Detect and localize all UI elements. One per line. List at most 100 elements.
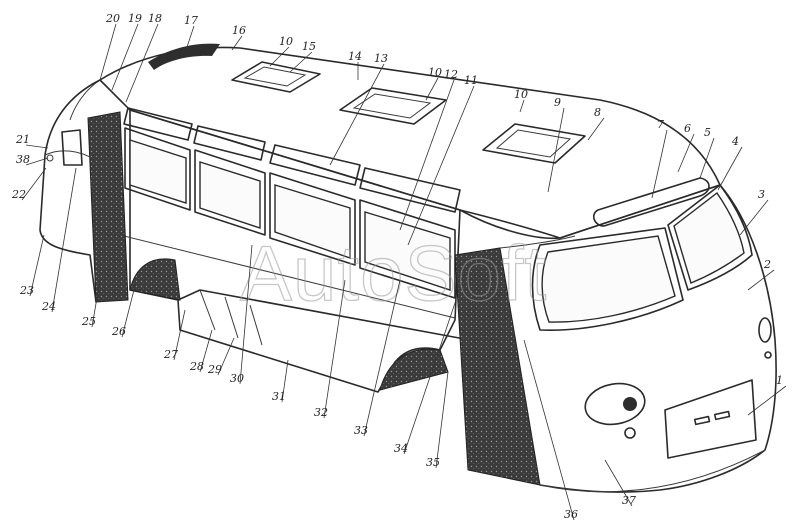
callout-leader: [51, 167, 77, 313]
callout-label: 33: [354, 424, 368, 437]
callout-leader: [99, 23, 117, 81]
callout-leader: [523, 339, 575, 521]
callout-leader: [739, 199, 769, 236]
rear-reflector: [624, 427, 636, 439]
callout-label: 21: [15, 133, 30, 146]
callout-label: 18: [148, 12, 162, 25]
route-sign-window: [592, 177, 710, 227]
callout-leader: [651, 129, 668, 199]
callout-label: 34: [394, 442, 408, 455]
callout-label: 27: [163, 348, 178, 361]
callout-leader: [747, 385, 787, 416]
callout-leader: [519, 99, 525, 113]
callout-leader: [21, 167, 47, 201]
callout-label: 13: [374, 52, 388, 65]
callout-label: 30: [230, 372, 244, 385]
callout-label: 15: [302, 40, 316, 53]
rear-roof-cap: [69, 79, 101, 121]
callout-label: 26: [111, 325, 126, 338]
callout-label: 11: [464, 74, 478, 87]
callout-leader: [91, 279, 101, 328]
side-marker-lamp: [758, 317, 772, 343]
callout-label: 19: [128, 12, 142, 25]
callout-label: 8: [594, 106, 601, 119]
callout-label: 1: [776, 374, 783, 387]
callout-label: 16: [232, 24, 246, 37]
callout-leader: [323, 279, 346, 419]
roof-hatch-middle: [339, 87, 447, 125]
callout-leader: [747, 269, 775, 291]
upper-vent-windows: [123, 107, 461, 213]
rear-lamp: [584, 382, 646, 426]
callout-leader: [403, 299, 457, 455]
rear-license-panel: [664, 379, 757, 459]
callout-leader: [125, 23, 159, 103]
callout-label: 9: [554, 96, 561, 109]
callout-leader: [425, 77, 439, 101]
callout-label: 3: [758, 188, 765, 201]
front-wheel-arch: [129, 258, 181, 301]
callout-label: 38: [16, 153, 30, 166]
callout-label: 29: [207, 363, 222, 376]
callout-leader: [185, 25, 195, 51]
callout-label: 31: [272, 390, 286, 403]
callout-layer: 1234567891011121013141510161718192021382…: [11, 12, 787, 521]
callout-label: 25: [81, 315, 96, 328]
callout-label: 10: [428, 66, 442, 79]
roof-hatch-front: [231, 61, 321, 93]
callout-label: 23: [19, 284, 34, 297]
callout-label: 35: [426, 456, 440, 469]
callout-leader: [121, 281, 137, 338]
watermark: AutoSoft: [240, 229, 547, 317]
callout-leader: [29, 234, 45, 297]
callout-label: 17: [184, 14, 198, 27]
callout-label: 10: [279, 35, 293, 48]
callout-label: 32: [314, 406, 328, 419]
callout-label: 20: [105, 12, 120, 25]
roof-front-vent: [148, 43, 220, 70]
callout-label: 28: [189, 360, 204, 373]
callout-label: 37: [622, 494, 636, 507]
callout-leader: [289, 51, 313, 73]
callout-label: 10: [514, 88, 528, 101]
callout-leader: [399, 79, 455, 231]
callout-leader: [677, 133, 695, 173]
callout-leader: [281, 359, 289, 403]
callout-leader: [407, 85, 475, 246]
callout-leader: [25, 157, 49, 166]
callout-label: 36: [564, 508, 578, 521]
callout-label: 7: [657, 118, 664, 131]
front-door: [87, 111, 129, 303]
rear-wheel-arch: [379, 348, 449, 391]
callout-leader: [587, 117, 605, 141]
callout-label: 22: [11, 188, 26, 201]
callout-leader: [269, 46, 290, 67]
callout-leader: [604, 459, 633, 507]
callout-label: 4: [731, 135, 739, 148]
callout-label: 5: [704, 126, 711, 139]
callout-leader: [435, 371, 449, 469]
callout-label: 2: [763, 258, 771, 271]
callout-label: 24: [41, 300, 56, 313]
callout-leader: [547, 107, 565, 193]
side-windows: [124, 127, 456, 299]
callout-leader: [239, 244, 253, 385]
callout-leader: [363, 279, 401, 437]
roof-outline: [99, 46, 721, 239]
callout-leader: [173, 309, 186, 361]
callout-label: 12: [444, 68, 458, 81]
callout-label: 14: [348, 50, 362, 63]
callout-leader: [199, 329, 213, 373]
front-window-small: [61, 129, 83, 166]
callout-leader: [699, 137, 715, 179]
callout-leader: [25, 144, 49, 149]
callout-leader: [329, 63, 385, 166]
callout-leader: [231, 35, 243, 51]
callout-label: 6: [684, 122, 691, 135]
roof-hatch-rear: [482, 123, 586, 164]
callout-leader: [717, 146, 743, 191]
rear-end: [459, 184, 777, 493]
rear-windows: [531, 184, 753, 332]
